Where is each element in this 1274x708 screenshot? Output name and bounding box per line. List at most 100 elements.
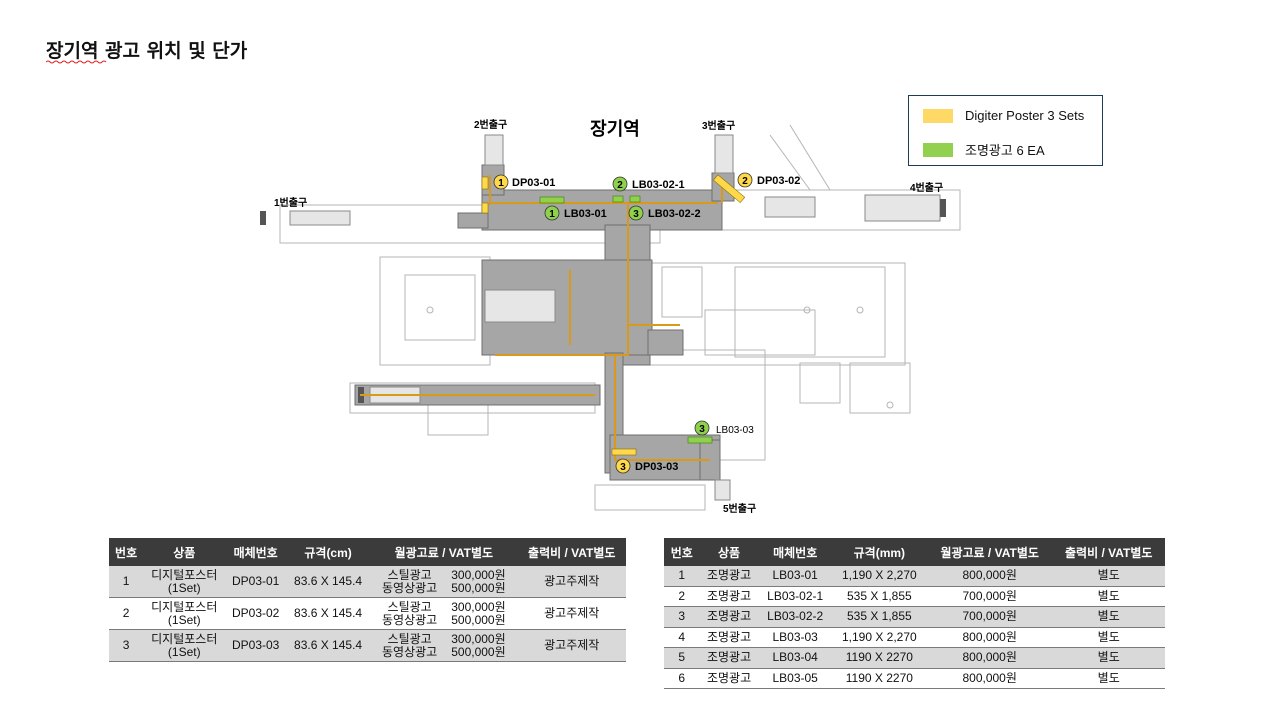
cell: 3 [664, 606, 700, 628]
table-row: 2 디지털포스터(1Set) DP03-02 83.6 X 145.4 스틸광고… [109, 597, 626, 630]
cell-size: 83.6 X 145.4 [285, 566, 371, 598]
exit-2-label: 2번출구 [474, 118, 507, 131]
ad-type: 동영상광고 [382, 612, 438, 627]
marker-number: 1 [498, 178, 504, 189]
ad-type: 스틸광고 [387, 567, 432, 582]
col-header: 상품 [143, 538, 226, 566]
cell-product: 디지털포스터(1Set) [143, 566, 226, 598]
marker-label: LB03-02-1 [632, 179, 685, 191]
station-floor-plan: 장기역 1번출구 2번출구 3번출구 4번출구 5번출구 1 DP03-01 2… [260, 118, 961, 515]
cell: LB03-05 [758, 668, 832, 689]
marker-lb03-01: 1 LB03-01 [544, 205, 607, 221]
ad-type: 스틸광고 [387, 631, 432, 646]
col-header: 출력비 / VAT별도 [517, 538, 626, 566]
cell-no: 2 [109, 597, 144, 630]
cell: LB03-04 [758, 647, 832, 669]
col-header: 매체번호 [225, 538, 286, 566]
table-header-row: 번호 상품 매체번호 규격(cm) 월광고료 / VAT별도 출력비 / VAT… [109, 538, 626, 566]
poster-price-table: 번호 상품 매체번호 규격(cm) 월광고료 / VAT별도 출력비 / VAT… [109, 538, 626, 662]
exit-1-label: 1번출구 [274, 196, 307, 209]
marker-dp03-02: 2 DP03-02 [737, 172, 800, 188]
marker-number: 2 [617, 180, 623, 191]
cell-print: 광고주제작 [517, 629, 626, 662]
col-header: 매체번호 [758, 538, 832, 566]
marker-label: LB03-03 [716, 425, 754, 436]
marker-number: 2 [742, 176, 748, 187]
cell-no: 1 [109, 566, 144, 598]
cell: 6 [664, 668, 700, 689]
cell-size: 83.6 X 145.4 [285, 597, 371, 630]
cell: 별도 [1052, 627, 1165, 648]
table-row: 3 디지털포스터(1Set) DP03-03 83.6 X 145.4 스틸광고… [109, 629, 626, 662]
price: 300,000원 [451, 567, 506, 582]
building-outlines [279, 124, 961, 511]
cell: 1,190 X 2,270 [831, 627, 927, 648]
col-header: 출력비 / VAT별도 [1052, 538, 1165, 566]
col-header: 번호 [664, 538, 700, 566]
marker-lb03-02-1: 2 LB03-02-1 [612, 176, 685, 192]
cell: 별도 [1052, 668, 1165, 689]
marker-badge-icon [612, 176, 628, 192]
marker-badge-icon [544, 205, 560, 221]
lightbox-panels [539, 195, 713, 444]
poster-panels [481, 174, 746, 456]
cell: LB03-03 [758, 627, 832, 648]
cell: 700,000원 [926, 586, 1053, 607]
exit-4-label: 4번출구 [910, 181, 943, 194]
marker-number: 3 [633, 209, 639, 220]
table-header-row: 번호 상품 매체번호 규격(mm) 월광고료 / VAT별도 출력비 / VAT… [664, 538, 1165, 566]
cell: 700,000원 [926, 606, 1053, 628]
cell: 별도 [1052, 647, 1165, 669]
col-header: 규격(mm) [831, 538, 927, 566]
product-line: 디지털포스터 [151, 599, 218, 614]
cell-product: 디지털포스터(1Set) [143, 597, 226, 630]
cell: 5 [664, 647, 700, 669]
cell-print: 광고주제작 [517, 597, 626, 630]
price: 500,000원 [451, 644, 506, 659]
cell-no: 3 [109, 629, 144, 662]
marker-number: 3 [699, 424, 705, 435]
marker-label: DP03-01 [512, 177, 555, 189]
cell: 535 X 1,855 [831, 606, 927, 628]
price: 500,000원 [451, 580, 506, 595]
map-legend: Digiter Poster 3 Sets 조명광고 6 EA [908, 95, 1103, 166]
legend-item-poster: Digiter Poster 3 Sets [923, 108, 1084, 123]
cell: 1,190 X 2,270 [831, 566, 927, 587]
marker-dp03-03: 3 DP03-03 [615, 458, 678, 474]
legend-item-lightbox: 조명광고 6 EA [923, 140, 1045, 159]
cell: 조명광고 [699, 586, 759, 607]
cell: 조명광고 [699, 668, 759, 689]
col-header: 월광고료 / VAT별도 [370, 538, 518, 566]
cell: 800,000원 [926, 647, 1053, 669]
spellcheck-underline [46, 60, 107, 64]
cell: 조명광고 [699, 606, 759, 628]
ad-type: 동영상광고 [382, 580, 438, 595]
cell: 535 X 1,855 [831, 586, 927, 607]
cell: 조명광고 [699, 566, 759, 587]
cell: 2 [664, 586, 700, 607]
marker-number: 3 [620, 462, 626, 473]
cell-code: DP03-03 [225, 629, 286, 662]
marker-badge-icon [628, 205, 644, 221]
cell: 800,000원 [926, 566, 1053, 587]
product-line: (1Set) [167, 580, 201, 595]
col-header: 번호 [109, 538, 144, 566]
cell: 별도 [1052, 606, 1165, 628]
product-line: (1Set) [167, 644, 201, 659]
cell: 1 [664, 566, 700, 587]
marker-badge-icon [493, 174, 509, 190]
cell: LB03-02-2 [758, 606, 832, 628]
price: 300,000원 [451, 599, 506, 614]
price: 300,000원 [451, 631, 506, 646]
cell: 800,000원 [926, 627, 1053, 648]
marker-label: DP03-03 [635, 461, 678, 473]
cell: 1190 X 2270 [831, 668, 927, 689]
cell: 조명광고 [699, 627, 759, 648]
marker-label: DP03-02 [757, 175, 800, 187]
marker-label: LB03-02-2 [648, 208, 701, 220]
